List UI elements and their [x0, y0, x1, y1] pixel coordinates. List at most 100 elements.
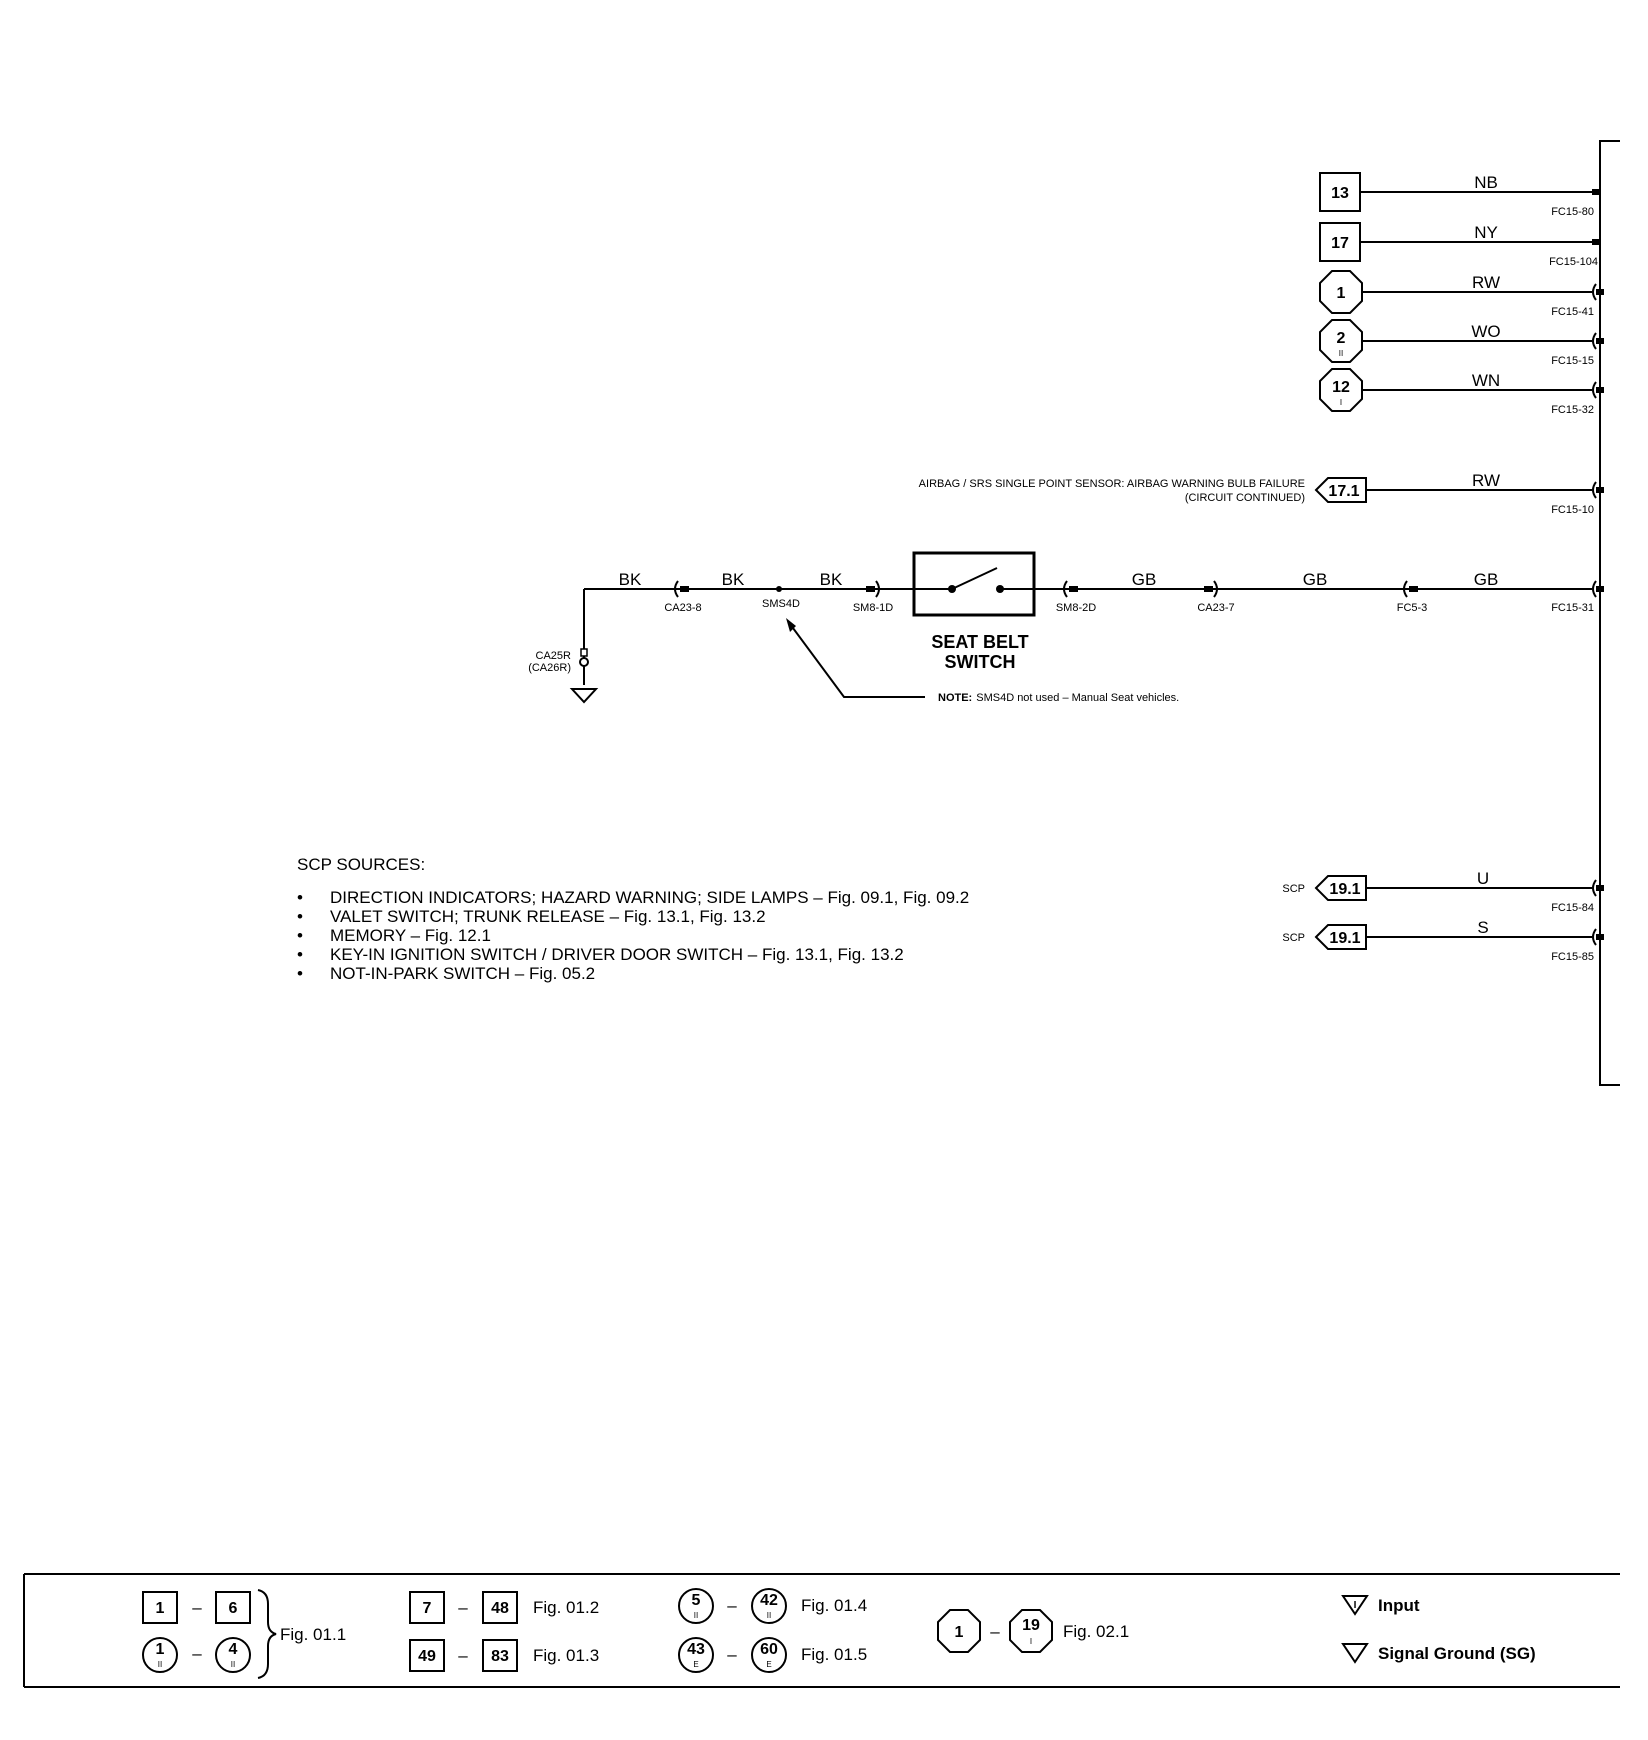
legend-ref: 1 [156, 1600, 165, 1617]
pin-label: FC15-32 [1551, 404, 1594, 416]
scp-sources: SCP SOURCES: DIRECTION INDICATORS; HAZAR… [297, 855, 969, 983]
legend-dash: – [727, 1596, 737, 1615]
list-item: KEY-IN IGNITION SWITCH / DRIVER DOOR SWI… [297, 945, 969, 964]
connector-row-1: 13 NB FC15-80 [1319, 172, 1600, 218]
page-ref: 17.1 [1328, 483, 1359, 500]
legend-fig: Fig. 01.5 [801, 1645, 867, 1664]
wire-color: BK [820, 570, 843, 589]
wire-color: GB [1474, 570, 1499, 589]
legend-dash: – [458, 1646, 468, 1665]
legend-ref: 42 [760, 1592, 778, 1609]
scp-label: SCP [1282, 883, 1305, 895]
connector-ref: 12 [1332, 379, 1350, 396]
wire-color: RW [1472, 273, 1500, 292]
legend-sub: II [158, 1660, 162, 1669]
pin-label: FC5-3 [1397, 602, 1428, 614]
connector-row-3: 1 RW FC15-41 [1319, 270, 1604, 318]
legend-ref: 19 [1022, 1617, 1040, 1634]
wire-color: S [1477, 918, 1488, 937]
connector-ref: 13 [1331, 185, 1349, 202]
legend-fig: Fig. 02.1 [1063, 1622, 1129, 1641]
connector-sub: II [1339, 349, 1343, 358]
scp-row-2: SCP 19.1 S FC15-85 [1282, 918, 1604, 963]
list-item: NOT-IN-PARK SWITCH – Fig. 05.2 [297, 964, 969, 983]
list-item: VALET SWITCH; TRUNK RELEASE – Fig. 13.1,… [297, 907, 969, 926]
connector-row-4: 2 II WO FC15-15 [1319, 319, 1604, 367]
legend-fig: Fig. 01.3 [533, 1646, 599, 1665]
legend-ref: 1 [955, 1624, 964, 1641]
scp-sources-title: SCP SOURCES: [297, 855, 426, 874]
legend-sub: I [1030, 1637, 1032, 1646]
wire-color: WN [1472, 371, 1500, 390]
pin-label: FC15-80 [1551, 206, 1594, 218]
list-item: MEMORY – Fig. 12.1 [297, 926, 969, 945]
connector-row-5: 12 I WN FC15-32 [1319, 368, 1604, 416]
pin-label: SM8-2D [1056, 602, 1096, 614]
switch-label-line2: SWITCH [945, 652, 1016, 672]
pin-label: FC15-31 [1551, 602, 1594, 614]
connector-box-17 [1319, 222, 1361, 262]
wire-color: NB [1474, 173, 1498, 192]
legend-sub: II [694, 1611, 698, 1620]
pin-label: SM8-1D [853, 602, 893, 614]
pin-label: SMS4D [762, 598, 800, 610]
list-item: DIRECTION INDICATORS; HAZARD WARNING; SI… [297, 888, 969, 907]
ground-symbol [569, 688, 599, 704]
legend-fig: Fig. 01.2 [533, 1598, 599, 1617]
scp-row-1: SCP 19.1 U FC15-84 [1282, 869, 1604, 914]
wire-color: U [1477, 869, 1489, 888]
legend-dash: – [990, 1622, 1000, 1641]
pin-label: CA23-8 [664, 602, 701, 614]
input-symbol-mark: I [1354, 1600, 1357, 1611]
pin-label: CA23-7 [1197, 602, 1234, 614]
connector-ref: 2 [1337, 330, 1346, 347]
scp-sources-list: DIRECTION INDICATORS; HAZARD WARNING; SI… [297, 888, 969, 983]
wire-color: GB [1303, 570, 1328, 589]
legend-ref: 5 [692, 1592, 701, 1609]
legend-ref: 48 [491, 1600, 509, 1617]
airbag-row: AIRBAG / SRS SINGLE POINT SENSOR: AIRBAG… [919, 471, 1604, 516]
ground-connector-alt: (CA26R) [528, 662, 571, 674]
wire-color: WO [1471, 322, 1500, 341]
signal-ground-icon [1341, 1643, 1369, 1664]
legend-ref: 6 [229, 1600, 238, 1617]
scp-label: SCP [1282, 932, 1305, 944]
legend-sub: II [231, 1660, 235, 1669]
wire-color: NY [1474, 223, 1498, 242]
legend-fig: Fig. 01.1 [280, 1625, 346, 1644]
legend-ref: 83 [491, 1648, 509, 1665]
wire-color: BK [619, 570, 642, 589]
airbag-label-line1: AIRBAG / SRS SINGLE POINT SENSOR: AIRBAG… [919, 478, 1305, 490]
legend-ref: 43 [687, 1641, 705, 1658]
note-text: NOTE:SMS4D not used – Manual Seat vehicl… [938, 692, 1179, 704]
legend-sub: II [767, 1611, 771, 1620]
seat-belt-circuit: CA25R (CA26R) BK BK BK GB GB GB CA23-8 S… [528, 551, 1604, 704]
legend-ref: 49 [418, 1648, 436, 1665]
pin-label: FC15-104 [1549, 256, 1598, 268]
wire-color: GB [1132, 570, 1157, 589]
legend-input-label: Input [1378, 1596, 1420, 1615]
pin-label: FC15-15 [1551, 355, 1594, 367]
legend-fig: Fig. 01.4 [801, 1596, 867, 1615]
pin-label: FC15-85 [1551, 951, 1594, 963]
legend-sub: E [766, 1660, 771, 1669]
connector-ref: 17 [1331, 235, 1349, 252]
note-leader [789, 623, 925, 698]
legend-ref: 60 [760, 1641, 778, 1658]
legend-ref: 1 [156, 1641, 165, 1658]
pin-label: FC15-41 [1551, 306, 1594, 318]
pin-label: FC15-10 [1551, 504, 1594, 516]
input-symbol-icon [1341, 1595, 1369, 1616]
ground-connector: CA25R [536, 650, 572, 662]
connector-ref: 1 [1337, 285, 1346, 302]
wire-color: BK [722, 570, 745, 589]
switch-label-line1: SEAT BELT [931, 632, 1028, 652]
page-ref: 19.1 [1329, 930, 1360, 947]
connector-sub: I [1340, 398, 1342, 407]
wire-color: RW [1472, 471, 1500, 490]
legend-sg-label: Signal Ground (SG) [1378, 1644, 1536, 1663]
legend-sub: E [693, 1660, 698, 1669]
legend-dash: – [727, 1645, 737, 1664]
legend-dash: – [458, 1598, 468, 1617]
